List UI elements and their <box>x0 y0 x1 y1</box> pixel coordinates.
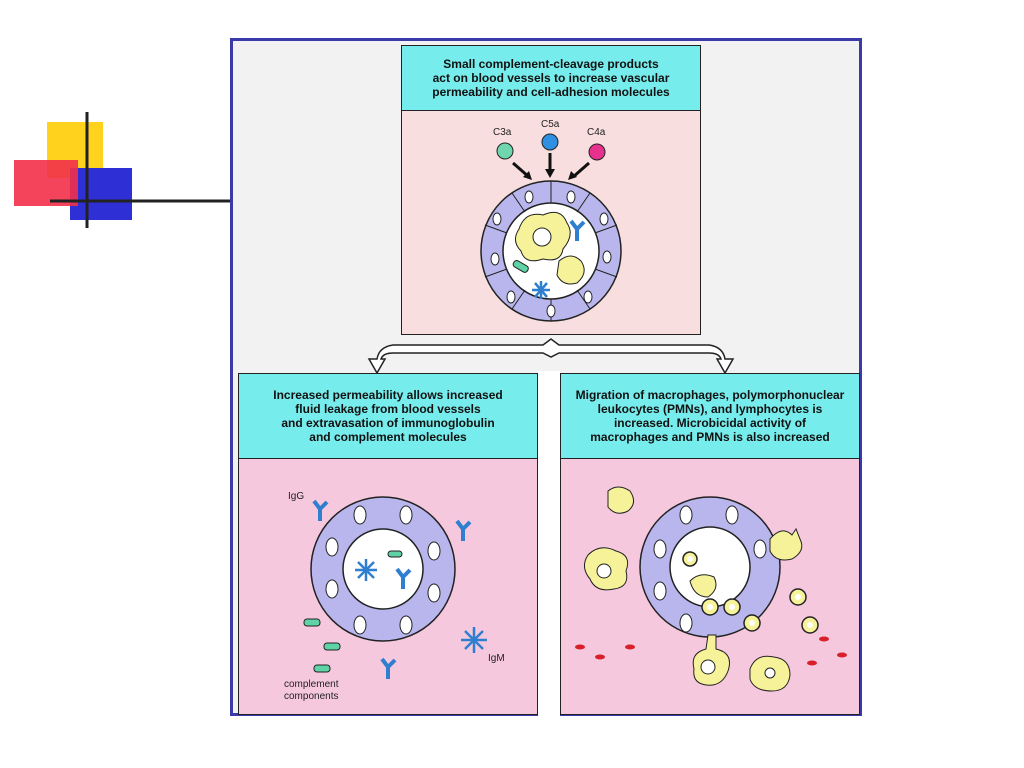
macrophage-icon <box>584 486 803 692</box>
slide-decoration <box>14 112 232 228</box>
top-caption: Small complement-cleavage products act o… <box>401 45 701 111</box>
blood-vessel-icon <box>639 496 781 638</box>
right-caption: Migration of macrophages, polymorphonucl… <box>560 373 860 459</box>
igm-icon <box>461 627 487 653</box>
c5a-label: C5a <box>541 119 560 130</box>
top-vessel-illustration: C3a C5a C4a <box>480 119 622 322</box>
igg-label: IgG <box>288 491 304 502</box>
right-vessel-illustration <box>575 486 847 692</box>
red-square-icon <box>14 160 78 206</box>
left-caption: Increased permeability allows increased … <box>238 373 538 459</box>
blue-square-icon <box>70 168 132 220</box>
complement-diagram: Small complement-cleavage products act o… <box>230 38 862 716</box>
blood-vessel-icon <box>310 496 456 642</box>
left-vessel-illustration: IgG IgM complement components <box>284 491 505 702</box>
igm-label: IgM <box>488 653 505 664</box>
c5a-fragment-icon <box>541 133 559 151</box>
complement-label-line1: complement <box>284 679 339 690</box>
c4a-label: C4a <box>587 127 606 138</box>
complement-fragment-icon <box>512 260 529 273</box>
antibody-icon <box>569 219 586 241</box>
complement-label-line2: components <box>284 691 338 702</box>
complement-fragment-icon <box>303 618 341 673</box>
antibody-icon <box>312 499 472 679</box>
igm-icon <box>532 281 550 299</box>
c3a-label: C3a <box>493 127 512 138</box>
c3a-fragment-icon <box>496 142 514 160</box>
pmn-icon <box>556 255 585 285</box>
c4a-fragment-icon <box>588 143 606 161</box>
center-divider <box>538 371 560 716</box>
blood-vessel-icon <box>480 180 622 322</box>
red-blood-cell-icon <box>575 636 847 666</box>
